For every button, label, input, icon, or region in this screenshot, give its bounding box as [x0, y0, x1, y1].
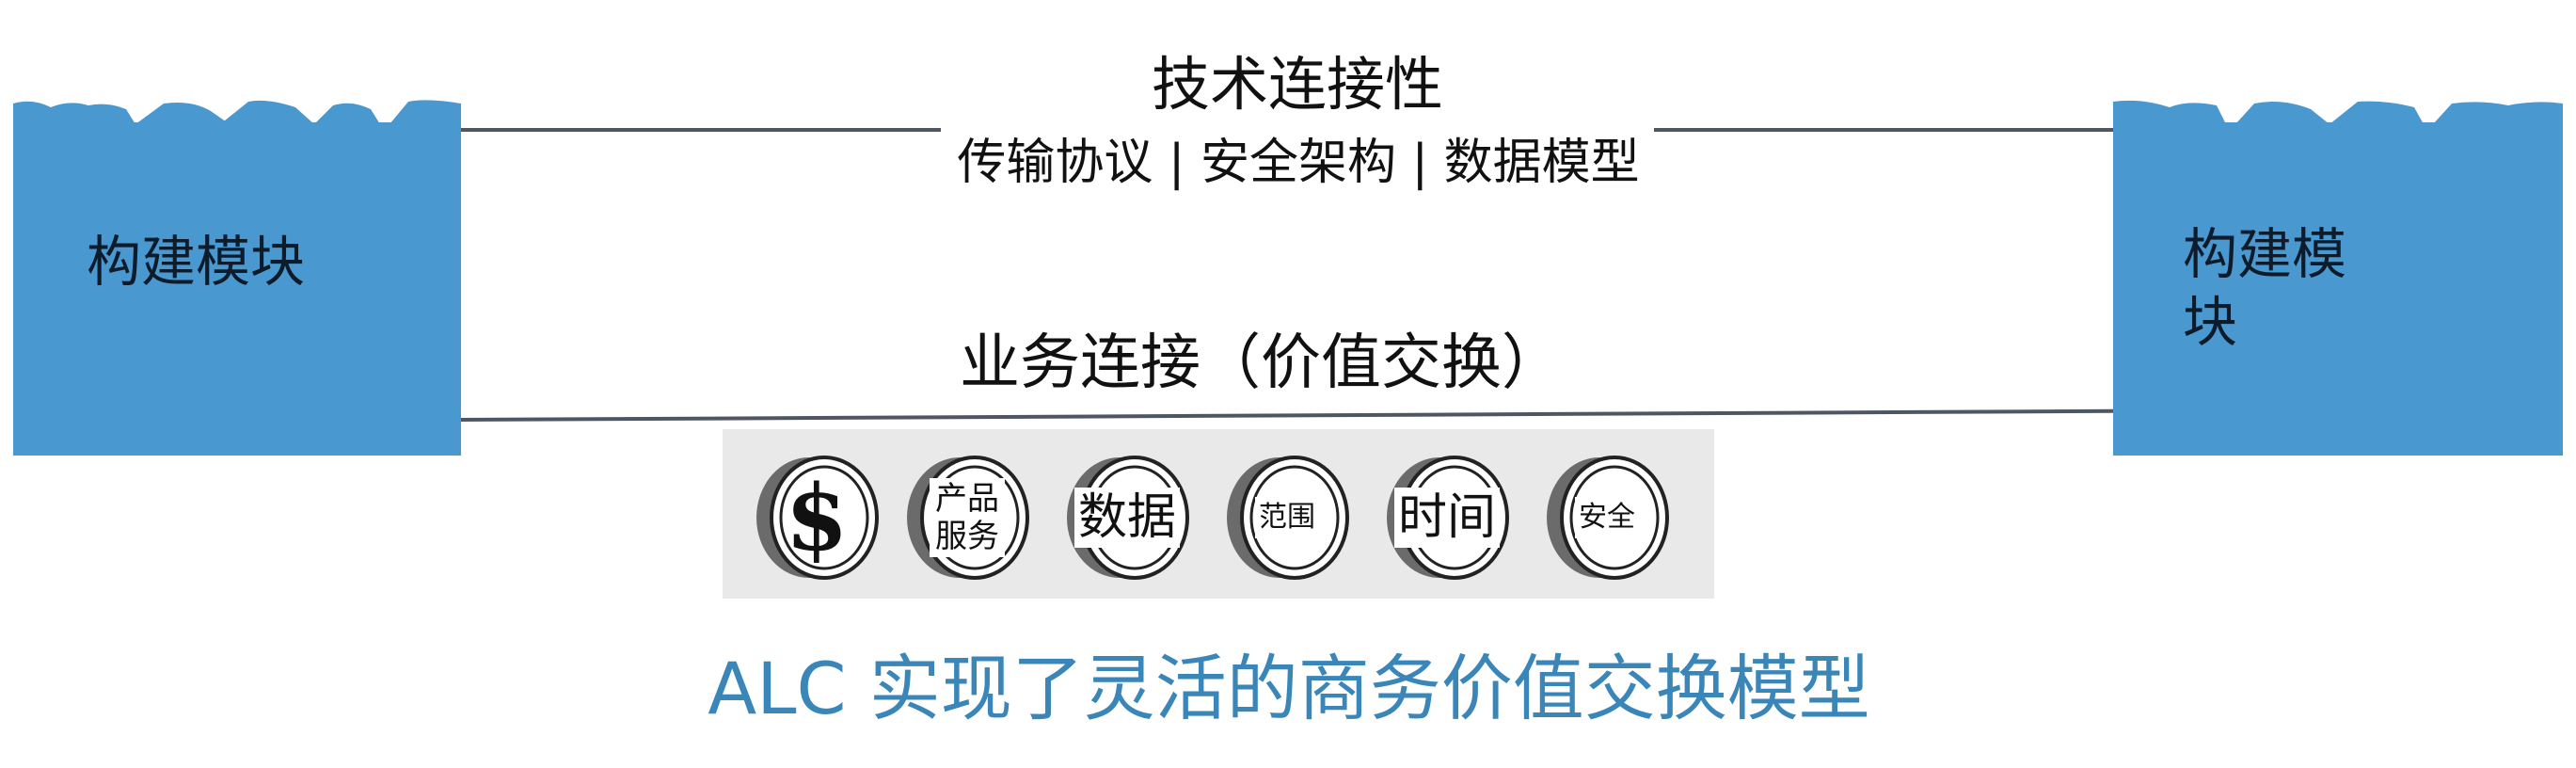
coin-label: 产品服务 — [914, 452, 1020, 584]
coin-dollar: $ — [751, 452, 883, 584]
coin-scope: 范围 — [1221, 452, 1353, 584]
value-exchange-coins: $ 产品服务 数据 范围 时间 — [723, 429, 1714, 599]
technical-connection-line-right — [1654, 128, 2113, 132]
crenellation-left — [13, 100, 461, 124]
coin-label: 范围 — [1234, 452, 1340, 584]
block-label-left: 构建模块 — [87, 230, 306, 294]
coin-product-service: 产品服务 — [901, 452, 1033, 584]
technical-connection-line-left — [461, 128, 941, 132]
block-label-right: 构建模块 — [2183, 222, 2347, 354]
coin-data: 数据 — [1061, 452, 1193, 584]
caption: ALC 实现了灵活的商务价值交换模型 — [708, 647, 1870, 730]
coin-security: 安全 — [1541, 452, 1673, 584]
dollar-icon: $ — [785, 464, 849, 571]
coin-label: 安全 — [1554, 452, 1660, 584]
business-connection-title: 业务连接（价值交换） — [960, 328, 1562, 398]
coin-label: 数据 — [1074, 452, 1180, 584]
technical-connectivity-title: 技术连接性 — [1151, 50, 1443, 119]
coin-icon — [756, 456, 879, 580]
technical-connectivity-subtitle: 传输协议 | 安全架构 | 数据模型 — [957, 135, 1640, 191]
building-block-left: 构建模块 — [13, 100, 461, 456]
building-block-right: 构建模块 — [2113, 100, 2563, 456]
crenellation-right — [2113, 100, 2563, 124]
coin-time: 时间 — [1381, 452, 1513, 584]
coin-label: 时间 — [1394, 452, 1500, 584]
business-connection-line — [460, 408, 2113, 422]
